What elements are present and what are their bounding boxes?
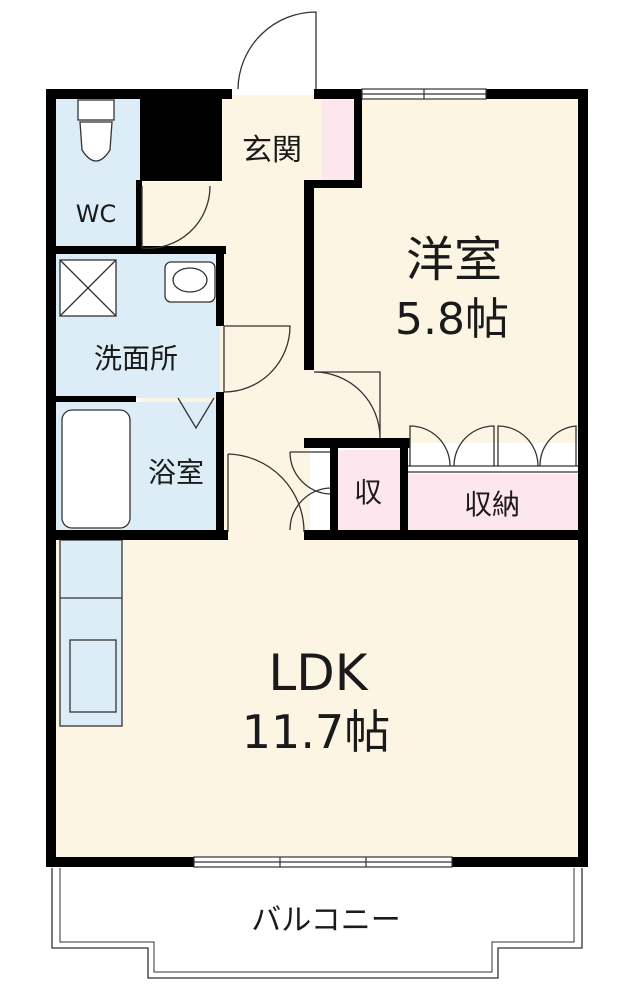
- storage-floor: [406, 474, 578, 532]
- storage-door-4: [539, 425, 577, 467]
- outer-wall-bottom-left: [46, 857, 194, 867]
- storage-small-door-swing-lower: [289, 487, 331, 531]
- washbasin-bowl: [172, 267, 208, 293]
- wall-entrance-right: [354, 89, 362, 188]
- storage-door-3: [497, 425, 539, 467]
- room-label-entrance: 玄関: [242, 133, 302, 168]
- room-label-ldk: LDK: [268, 644, 368, 702]
- bathtub: [61, 409, 131, 529]
- toilet-bowl: [79, 121, 113, 162]
- walls: [46, 89, 588, 867]
- hall-floor: [222, 95, 310, 187]
- wall-western-storage: [304, 438, 410, 448]
- entrance-floor: [322, 100, 354, 184]
- outer-wall-right: [578, 89, 588, 867]
- pipe-shaft: [140, 89, 222, 181]
- room-size-ldk: 11.7帖: [242, 705, 390, 759]
- ldk-door-swing: [227, 453, 305, 533]
- doors: [141, 11, 578, 533]
- ldk-floor: [52, 536, 582, 862]
- storage-door-2: [453, 425, 495, 467]
- wall-washroom-bath: [46, 396, 136, 402]
- wall-bath-right: [216, 452, 224, 538]
- wall-hall-ldk: [304, 530, 588, 540]
- room-size-western-room: 5.8帖: [395, 294, 509, 345]
- windows: [193, 88, 487, 868]
- storage-door-1: [409, 425, 451, 467]
- wc-door-swing: [141, 185, 211, 249]
- balcony-inner-outline: [59, 868, 575, 973]
- room-label-western-room: 洋室: [406, 232, 502, 288]
- room-label-washroom: 洗面所: [94, 342, 178, 375]
- room-label-bath: 浴室: [148, 456, 204, 489]
- front-door-swing: [237, 11, 317, 90]
- wall-wc-right: [136, 180, 142, 250]
- storage-small-floor: [338, 450, 402, 532]
- outer-wall-left: [46, 89, 56, 867]
- outer-wall-bottom-right: [452, 857, 588, 867]
- toilet-tank: [77, 99, 115, 121]
- floor-areas: [52, 95, 582, 862]
- wall-washroom-right-lower: [216, 392, 224, 458]
- wall-washroom-right: [216, 246, 224, 326]
- room-label-balcony: バルコニー: [251, 903, 400, 938]
- wall-bath-ldk: [46, 530, 228, 540]
- kitchen-sink: [69, 639, 117, 713]
- balcony-outline: [51, 868, 583, 979]
- outer-wall-top-middle: [314, 89, 362, 99]
- western-room-door-swing: [313, 371, 381, 439]
- washroom-door-swing: [223, 325, 291, 393]
- room-label-wc: WC: [76, 200, 117, 228]
- outer-wall-top-left: [46, 89, 232, 99]
- outer-wall-top-right: [486, 89, 588, 99]
- wall-entrance-step: [304, 180, 362, 188]
- wall-western-left-upper: [304, 180, 314, 370]
- washing-machine-pan-cross: [59, 259, 117, 317]
- wall-storage-divider: [400, 438, 408, 536]
- room-label-storage: 収納: [464, 488, 520, 521]
- bath-door-fold: [177, 397, 215, 430]
- room-labels: WC 玄関 洋室 5.8帖 洗面所 浴室 収 収納 LDK 11.7帖 バルコニ…: [76, 133, 520, 938]
- room-label-storage-small: 収: [354, 476, 382, 509]
- wall-storage-small-left: [330, 448, 338, 536]
- storage-small-door-swing: [289, 451, 331, 495]
- fixtures: [59, 99, 216, 727]
